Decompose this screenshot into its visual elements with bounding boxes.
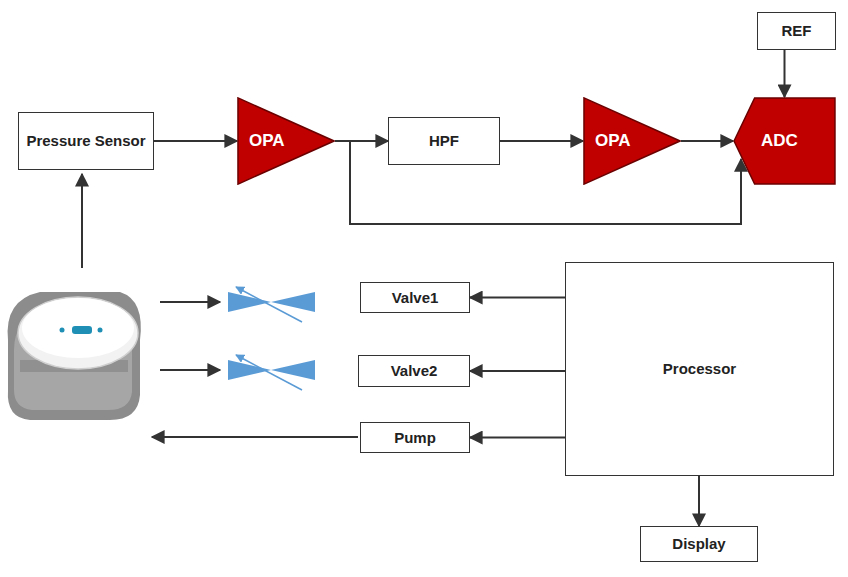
signal-arrow [470,370,565,372]
pump-box: Pump [360,422,470,453]
node-label: ADC [761,131,798,151]
signal-arrow [698,476,700,526]
amplifier-triangle: OPA [237,97,335,185]
converter-shape: ADC [733,97,836,185]
valve-symbol [228,355,315,390]
signal-arrow [784,50,786,97]
node-label: Display [672,535,725,553]
node-label: OPA [595,131,631,151]
node-label: Valve2 [391,362,438,380]
air-line [152,436,358,438]
node-label: Pressure Sensor [26,132,145,150]
node-label: Processor [663,360,736,378]
signal-arrow [470,297,565,299]
signal-arrow [681,140,733,142]
sensor-box: Pressure Sensor [18,112,154,170]
amplifier-triangle: OPA [583,97,681,185]
valve-box: Valve1 [360,282,470,313]
valve-box: Valve2 [358,355,470,387]
signal-arrow [154,140,237,142]
filter-box: HPF [388,117,500,165]
reference-box: REF [757,12,836,50]
valve-symbol [228,287,315,322]
air-line [81,174,83,268]
signal-arrow [470,437,565,439]
node-label: HPF [429,132,459,150]
node-label: Valve1 [392,289,439,307]
air-line [160,369,220,371]
cuff-illustration [8,292,141,420]
display-box: Display [640,526,758,562]
node-label: REF [782,22,812,40]
node-label: Pump [394,429,436,447]
node-label: OPA [249,131,285,151]
signal-arrow [500,140,583,142]
air-line [160,301,220,303]
processor-box: Processor [565,262,834,476]
